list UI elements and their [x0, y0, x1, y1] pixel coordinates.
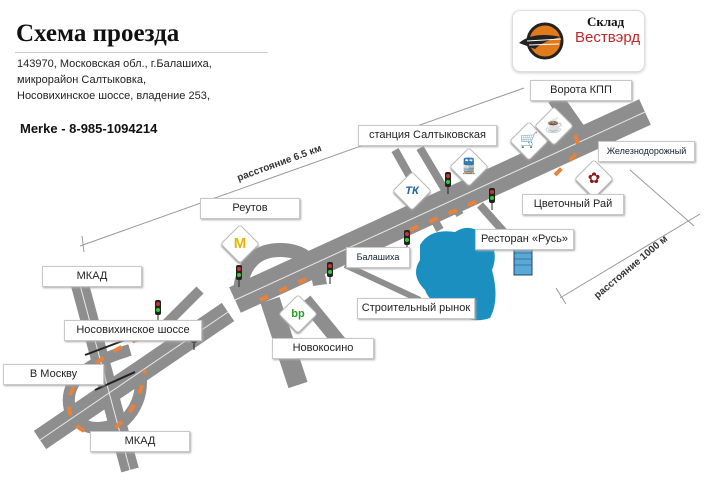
lake — [416, 227, 496, 321]
label-balashikha: Балашиха — [346, 247, 410, 268]
label-novokosino: Новокосино — [272, 338, 374, 359]
label-station: станция Салтыковская — [358, 125, 497, 146]
label-nosovikhinskoe: Носовихинское шоссе — [64, 320, 202, 341]
label-zheleznodorozhny: Железнодорожный — [598, 141, 695, 162]
traffic-light-icons — [155, 172, 495, 350]
divider — [15, 52, 268, 53]
label-to-moscow: В Москву — [3, 364, 104, 385]
label-mkad-bottom: МКАД — [90, 431, 190, 452]
address-line: 143970, Московская обл., г.Балашиха, — [17, 58, 212, 70]
label-restaurant: Ресторан «Русь» — [475, 229, 574, 250]
phone-contact: Merke - 8-985-1094214 — [20, 121, 158, 136]
label-mkad-top: МКАД — [42, 266, 142, 287]
label-reutov: Реутов — [200, 198, 300, 219]
distance-line-short — [555, 169, 701, 305]
logo-emblem-icon — [519, 22, 564, 60]
distance-line-long — [79, 87, 525, 253]
address-line: Носовихинское шоссе, владение 253, — [17, 90, 210, 102]
logo-text-sklad: Склад — [587, 14, 625, 29]
label-gate: Ворота КПП — [530, 80, 632, 101]
label-flower-shop: Цветочный Рай — [522, 194, 624, 215]
page-title: Схема проезда — [16, 20, 180, 47]
address-line: микрорайон Салтыковка, — [17, 74, 147, 86]
company-logo: Склад Вествэрд — [512, 10, 645, 72]
label-market: Строительный рынок — [357, 298, 475, 319]
bridges — [84, 339, 136, 391]
route-markings — [65, 124, 583, 436]
building-icon — [513, 246, 533, 276]
logo-text-brand: Вествэрд — [575, 29, 641, 46]
